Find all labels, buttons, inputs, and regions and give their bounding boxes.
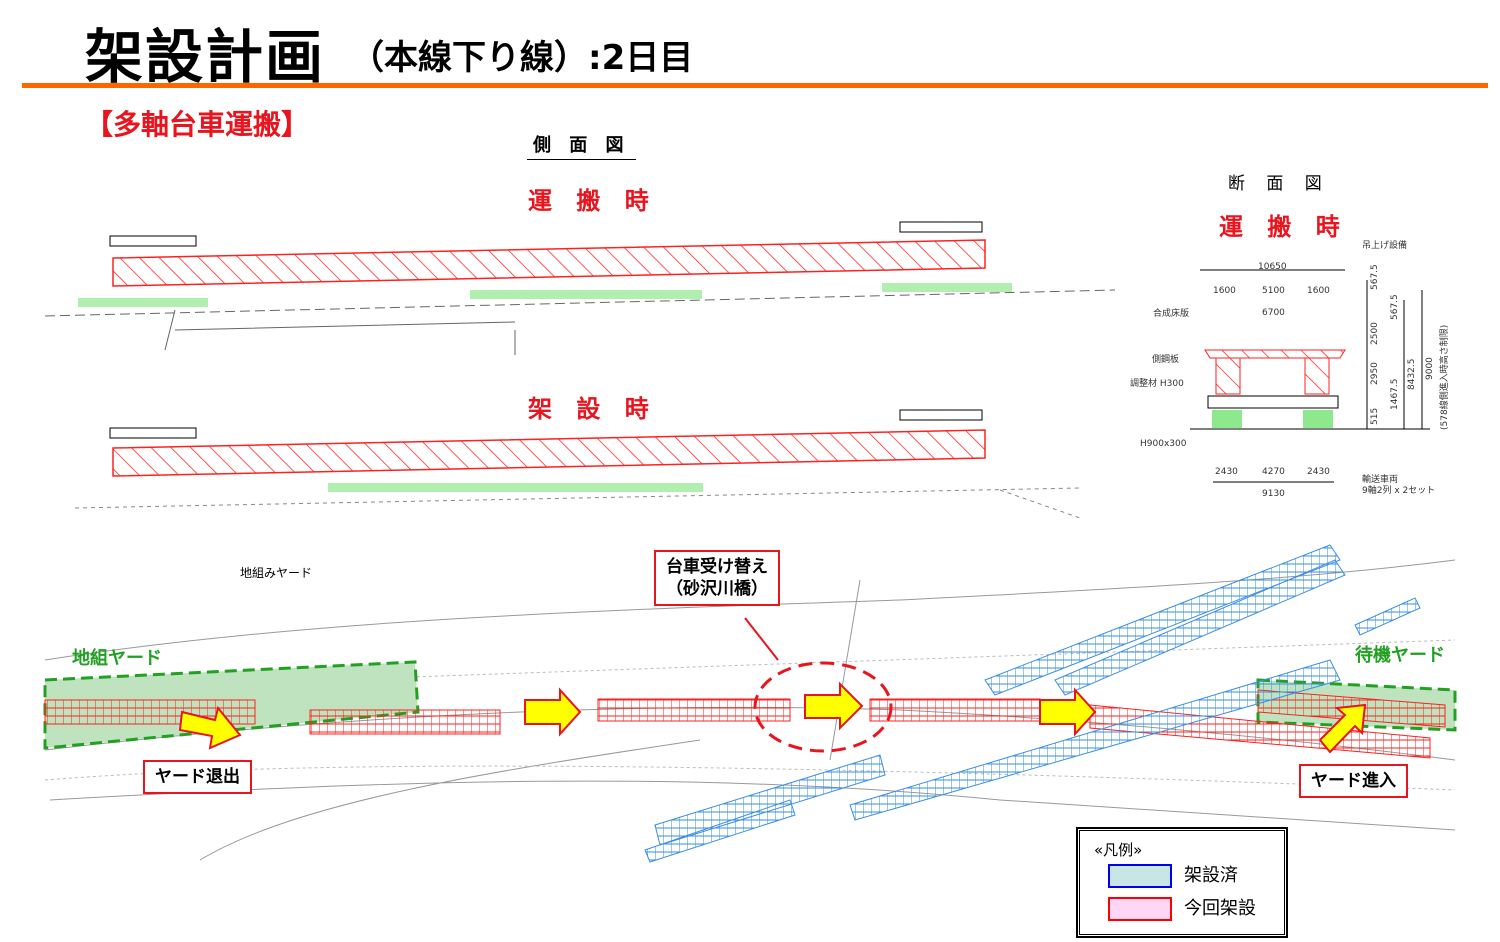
flow-arrows	[178, 681, 1367, 754]
yard-exit-callout: ヤード退出	[143, 760, 252, 794]
dim-right: 1600	[1307, 286, 1330, 296]
dim-v7: 8432.5	[1407, 358, 1417, 391]
side-view-title: 側 面 図	[527, 131, 636, 160]
dim-bottom-center: 4270	[1262, 467, 1285, 477]
legend-label-current: 今回架設	[1184, 898, 1256, 919]
legend-swatch-completed	[1108, 864, 1172, 888]
dim-v1: 567.5	[1370, 264, 1380, 290]
title-divider	[22, 83, 1488, 88]
cross-section-drawing	[1190, 269, 1430, 483]
dim-v2: 2500	[1370, 322, 1380, 345]
dim-v4: 515	[1370, 407, 1380, 425]
side-view-erection	[74, 409, 1081, 519]
bogie-change-callout: 台車受け替え （砂沢川橋）	[654, 550, 780, 606]
dim-total-width: 10650	[1258, 262, 1287, 272]
dim-bottom-left: 2430	[1215, 467, 1238, 477]
cross-section-transport-title: 運 搬 時	[1219, 213, 1348, 241]
side-view-transport-title: 運 搬 時	[528, 187, 657, 215]
dim-v6: 1467.5	[1390, 378, 1400, 411]
section-title: 【多軸台車運搬】	[85, 108, 310, 141]
assembly-yard-label: 地組ヤード	[72, 648, 162, 669]
dim-v8: 9000	[1425, 357, 1435, 380]
dim-center: 5100	[1262, 286, 1285, 296]
side-view-transport	[44, 221, 1116, 355]
legend-title: «凡例»	[1094, 841, 1143, 859]
page-title: 架設計画	[85, 23, 326, 91]
annot-vehicle-1: 輸送車両	[1362, 475, 1399, 485]
bogie-change-line-1: 台車受け替え	[666, 557, 768, 577]
cross-section-title: 断 面 図	[1228, 174, 1330, 194]
legend: «凡例» 架設済 今回架設	[1076, 827, 1288, 938]
dim-left: 1600	[1213, 286, 1236, 296]
dim-inner: 6700	[1262, 308, 1285, 318]
annot-deck: 合成床版	[1153, 309, 1190, 319]
assembly-yard-note: 地組みヤード	[240, 566, 313, 580]
annot-beam: H900x300	[1140, 439, 1187, 449]
plan-view-map	[43, 544, 1457, 863]
side-view-erection-title: 架 設 時	[528, 395, 657, 423]
standby-yard-label: 待機ヤード	[1355, 645, 1445, 666]
annot-steel: 側鋼板	[1152, 355, 1180, 365]
dim-bottom-right: 2430	[1307, 467, 1330, 477]
annot-vehicle-2: 9軸2列 x 2セット	[1362, 486, 1436, 496]
dim-v5: 567.5	[1390, 294, 1400, 320]
legend-swatch-current	[1108, 897, 1172, 921]
page-subtitle: （本線下り線）:2日目	[350, 38, 694, 78]
annot-height-limit: (578線側進入時高さ制限)	[1440, 324, 1450, 430]
annot-lifting: 吊上げ設備	[1362, 241, 1408, 251]
yard-entry-callout: ヤード進入	[1299, 764, 1408, 798]
dim-v3: 2950	[1370, 362, 1380, 385]
bogie-change-line-2: （砂沢川橋）	[666, 579, 768, 599]
legend-label-completed: 架設済	[1184, 865, 1238, 886]
annot-pad: 調整材 H300	[1130, 379, 1184, 389]
dim-bottom-total: 9130	[1262, 489, 1285, 499]
